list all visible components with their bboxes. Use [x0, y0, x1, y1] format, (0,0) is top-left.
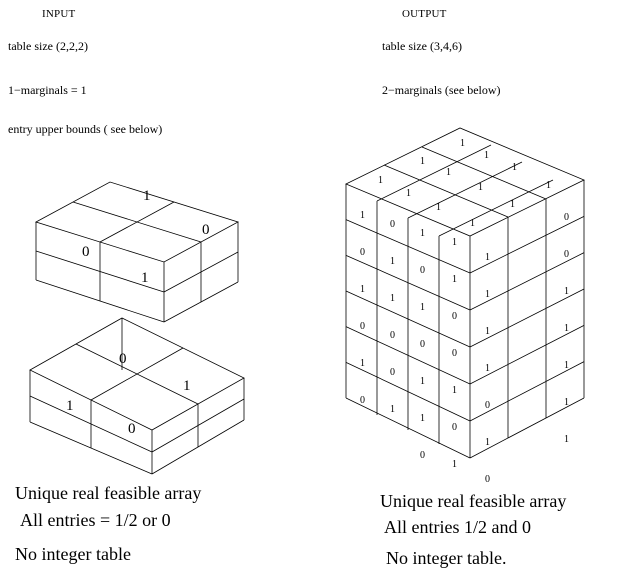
output-summary-line-2: All entries 1/2 and 0 [384, 517, 531, 537]
output-side-label: 1 [564, 286, 569, 297]
input-upper-label-2: 0 [202, 222, 210, 238]
output-front-label: 0 [452, 348, 457, 359]
output-front-label: 0 [420, 339, 425, 350]
output-side-label: 0 [564, 212, 569, 223]
input-marginals: 1−marginals = 1 [8, 83, 87, 97]
output-front-row-line [345, 254, 471, 311]
output-front-label: 0 [360, 321, 365, 332]
output-front-label: 0 [390, 219, 395, 230]
output-side-row-line [469, 252, 585, 311]
output-side-label: 0 [485, 400, 490, 411]
input-upper-label-1: 1 [143, 188, 151, 204]
output-top-label: 1 [546, 180, 551, 191]
output-front-label: 1 [360, 358, 365, 369]
output-side-row-line [469, 215, 585, 274]
output-top-label: 1 [478, 182, 483, 193]
output-front-label: 1 [360, 284, 365, 295]
output-front-label: 1 [452, 274, 457, 285]
output-side-label: 1 [485, 326, 490, 337]
output-front-label: 0 [452, 422, 457, 433]
output-top-label: 1 [378, 175, 383, 186]
output-table-size: table size (3,4,6) [382, 39, 462, 53]
input-summary-line-2: All entries = 1/2 or 0 [20, 510, 171, 530]
input-lower-label-3: 1 [66, 398, 74, 414]
output-top-label: 1 [460, 138, 465, 149]
input-lower-label-2: 1 [183, 378, 191, 394]
output-top-label: 1 [446, 167, 451, 178]
output-summary-line-3: No integer table. [386, 548, 507, 568]
output-front-label: 1 [360, 210, 365, 221]
output-front-label: 0 [420, 265, 425, 276]
input-table-size: table size (2,2,2) [8, 39, 88, 53]
input-upper-label-4: 1 [141, 270, 149, 286]
output-front-label: 1 [390, 256, 395, 267]
output-top-label: 1 [420, 156, 425, 167]
output-front-label: 1 [452, 459, 457, 470]
input-lower-label-1: 0 [119, 351, 127, 367]
output-heading: OUTPUT [402, 8, 447, 20]
output-front-label: 0 [360, 395, 365, 406]
input-upper-label-3: 0 [82, 244, 90, 260]
output-marginals: 2−marginals (see below) [382, 83, 501, 97]
output-front-label: 1 [420, 413, 425, 424]
output-side-row-line [469, 288, 585, 348]
output-front-row-line [345, 290, 471, 348]
output-side-label: 1 [564, 360, 569, 371]
output-front-label: 0 [390, 367, 395, 378]
output-summary-line-1: Unique real feasible array [380, 491, 567, 511]
output-side-label: 0 [564, 249, 569, 260]
output-front-label: 0 [390, 330, 395, 341]
output-front-row-line [345, 326, 471, 385]
output-top-label: 1 [484, 150, 489, 161]
output-side-label: 1 [564, 323, 569, 334]
output-front-label: 1 [452, 237, 457, 248]
output-front-row-line [345, 219, 471, 274]
output-front-label: 0 [452, 311, 457, 322]
output-front-label: 1 [420, 376, 425, 387]
output-top-label: 1 [510, 199, 515, 210]
output-side-label: 1 [564, 397, 569, 408]
output-front-label: 0 [360, 247, 365, 258]
output-front-label: 1 [420, 302, 425, 313]
output-side-row-line [469, 324, 585, 385]
input-lower-box [29, 317, 245, 475]
input-upper-box [34, 181, 240, 323]
output-top-label: 1 [436, 202, 441, 213]
input-heading: INPUT [42, 8, 76, 20]
output-front-label: 1 [390, 404, 395, 415]
output-top-label: 1 [406, 188, 411, 199]
output-front-label: 0 [420, 450, 425, 461]
input-summary-line-1: Unique real feasible array [15, 483, 202, 503]
output-side-label: 1 [564, 434, 569, 445]
input-upper-bounds: entry upper bounds ( see below) [8, 122, 163, 136]
output-side-label: 1 [485, 289, 490, 300]
output-front-row-line [345, 361, 471, 422]
input-lower-label-4: 0 [128, 421, 136, 437]
output-front-label: 1 [420, 228, 425, 239]
input-summary-line-3: No integer table [15, 544, 131, 564]
output-top-label: 1 [512, 162, 517, 173]
output-top-label: 1 [470, 218, 475, 229]
output-side-label: 0 [485, 474, 490, 485]
output-side-label: 1 [485, 252, 490, 263]
output-side-label: 1 [485, 437, 490, 448]
output-side-row-line [469, 361, 585, 422]
output-front-label: 1 [390, 293, 395, 304]
output-side-label: 1 [485, 363, 490, 374]
output-front-label: 1 [452, 385, 457, 396]
